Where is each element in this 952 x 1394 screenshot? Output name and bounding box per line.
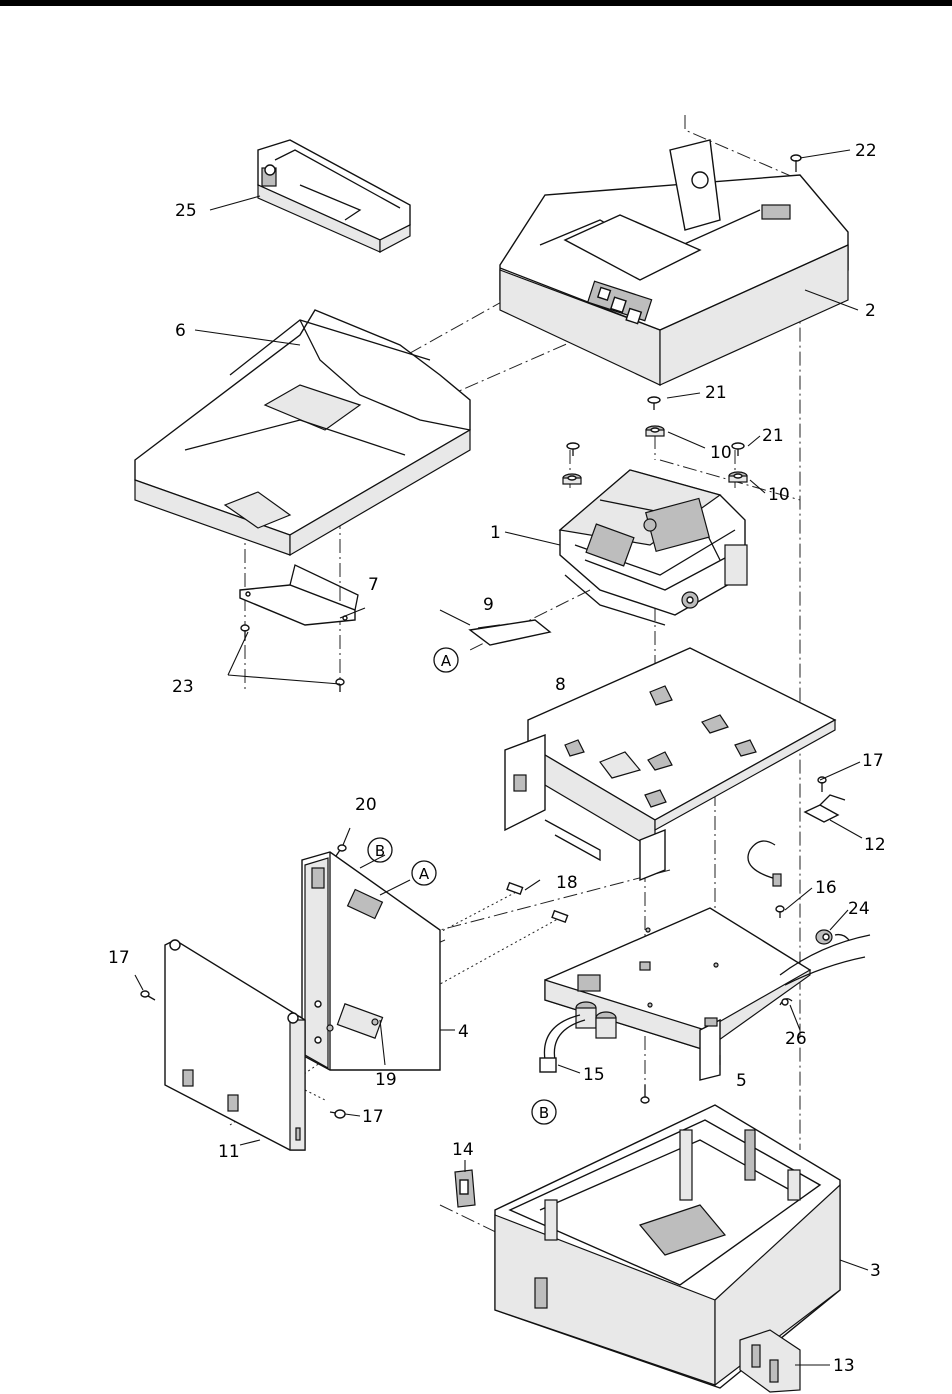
connector-ref-a-flex-label: A (441, 652, 452, 670)
part-label-21b: 21 (762, 426, 784, 446)
screws-23 (241, 625, 344, 692)
part-label-16: 16 (815, 878, 837, 898)
part-label-17a: 17 (862, 751, 884, 771)
part-label-3: 3 (870, 1261, 881, 1281)
part-label-20: 20 (355, 795, 377, 815)
part-label-10a: 10 (710, 443, 732, 463)
ribbon-cassette (258, 140, 410, 252)
part-label-5: 5 (736, 1071, 747, 1091)
printer-mechanism (560, 470, 747, 625)
top-cover (500, 140, 848, 385)
clip-bracket-12 (805, 795, 845, 822)
part-label-4: 4 (458, 1022, 469, 1042)
clip-26 (780, 999, 792, 1005)
part-label-19: 19 (375, 1070, 397, 1090)
part-label-6: 6 (175, 321, 186, 341)
part-label-10b: 10 (768, 485, 790, 505)
part-label-1: 1 (490, 523, 501, 543)
part-label-22: 22 (855, 141, 877, 161)
connector-ref-a-flex: A (434, 648, 458, 672)
screw-20 (336, 845, 346, 856)
part-label-12: 12 (864, 835, 886, 855)
screw-22 (791, 155, 801, 172)
part-label-23: 23 (172, 677, 194, 697)
connector-ref-b-board-label: B (375, 842, 385, 860)
clip-14 (455, 1170, 475, 1207)
screw-17b (141, 991, 155, 1000)
part-label-8: 8 (555, 675, 566, 695)
part-label-7: 7 (368, 575, 379, 595)
connector-ref-b-board: B (368, 838, 392, 862)
rubber-foot-10a (646, 426, 664, 436)
part-label-25: 25 (175, 201, 197, 221)
part-label-17b: 17 (108, 948, 130, 968)
shield-plate-11 (165, 940, 305, 1150)
part-label-17c: 17 (362, 1107, 384, 1127)
rear-plate-13 (740, 1330, 800, 1392)
connector-ref-b-cable-label: B (539, 1104, 549, 1122)
part-label-26: 26 (785, 1029, 807, 1049)
part-label-18: 18 (556, 873, 578, 893)
front-cover (135, 310, 470, 555)
part-label-9: 9 (483, 595, 494, 615)
ground-wire-16 (748, 841, 784, 918)
part-label-24: 24 (848, 899, 870, 919)
screw-17c (330, 1110, 345, 1118)
connector-ref-b-cable: B (532, 1100, 556, 1124)
part-label-14: 14 (452, 1140, 474, 1160)
rubber-foot-10c (563, 474, 581, 484)
connector-ref-a-board: A (412, 861, 436, 885)
rubber-foot-10b (729, 472, 747, 482)
part-label-13: 13 (833, 1356, 855, 1376)
connector-ref-a-board-label: A (419, 865, 430, 883)
part-label-21a: 21 (705, 383, 727, 403)
part-label-15: 15 (583, 1065, 605, 1085)
screw-board-5 (641, 1085, 649, 1103)
flex-cable-9 (470, 620, 550, 645)
part-label-11: 11 (218, 1142, 240, 1162)
part-label-2: 2 (865, 301, 876, 321)
